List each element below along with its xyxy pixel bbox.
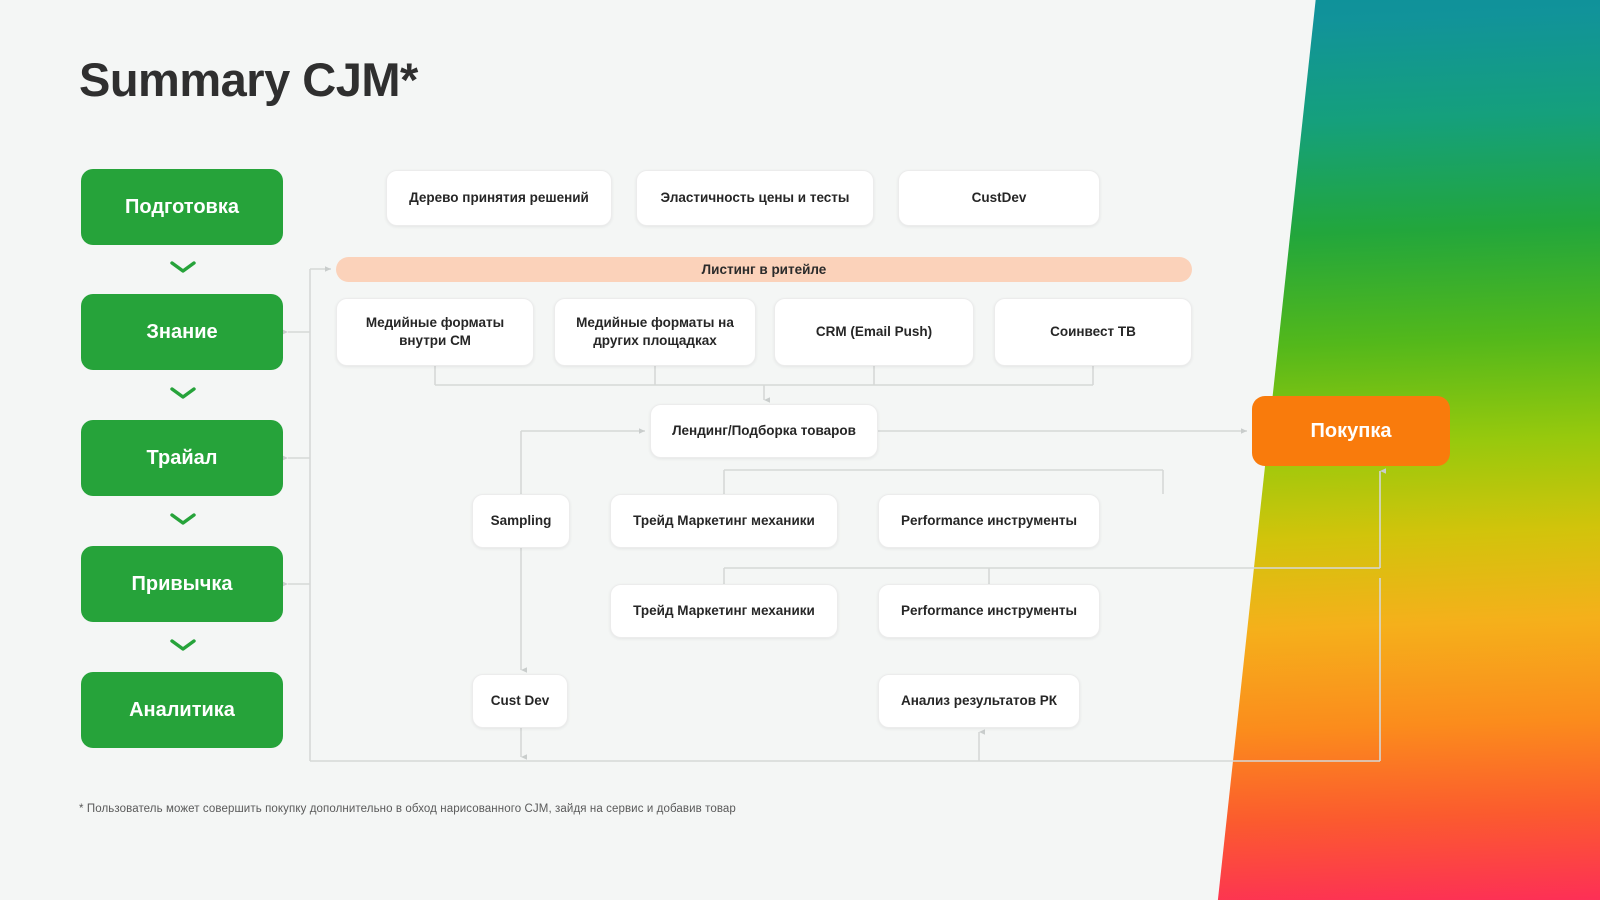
chevron-down-icon-3 xyxy=(170,512,196,526)
card-knowledge-7[interactable]: Соинвест ТВ xyxy=(994,298,1192,366)
stage-box-1[interactable]: Подготовка xyxy=(81,169,283,245)
card-knowledge-6[interactable]: CRM (Email Push) xyxy=(774,298,974,366)
card-preparation-2[interactable]: Эластичность цены и тесты xyxy=(636,170,874,226)
chevron-down-icon-2 xyxy=(170,386,196,400)
footnote: * Пользователь может совершить покупку д… xyxy=(79,803,736,815)
card-preparation-3[interactable]: CustDev xyxy=(898,170,1100,226)
card-analytics-14[interactable]: Cust Dev xyxy=(472,674,568,728)
stage-box-4[interactable]: Привычка xyxy=(81,546,283,622)
stage-box-5[interactable]: Аналитика xyxy=(81,672,283,748)
card-trial-11[interactable]: Performance инструменты xyxy=(878,494,1100,548)
listing-retail-bar[interactable]: Листинг в ритейле xyxy=(336,257,1192,282)
purchase-box[interactable]: Покупка xyxy=(1252,396,1450,466)
stage-box-2[interactable]: Знание xyxy=(81,294,283,370)
card-trial-9[interactable]: Sampling xyxy=(472,494,570,548)
chevron-down-icon-1 xyxy=(170,260,196,274)
card-preparation-1[interactable]: Дерево принятия решений xyxy=(386,170,612,226)
chevron-down-icon-4 xyxy=(170,638,196,652)
page-title: Summary CJM* xyxy=(79,53,418,106)
card-habit-13[interactable]: Performance инструменты xyxy=(878,584,1100,638)
card-habit-12[interactable]: Трейд Маркетинг механики xyxy=(610,584,838,638)
stage-box-3[interactable]: Трайал xyxy=(81,420,283,496)
card-landing-8[interactable]: Лендинг/Подборка товаров xyxy=(650,404,878,458)
card-analytics-15[interactable]: Анализ результатов РК xyxy=(878,674,1080,728)
card-trial-10[interactable]: Трейд Маркетинг механики xyxy=(610,494,838,548)
